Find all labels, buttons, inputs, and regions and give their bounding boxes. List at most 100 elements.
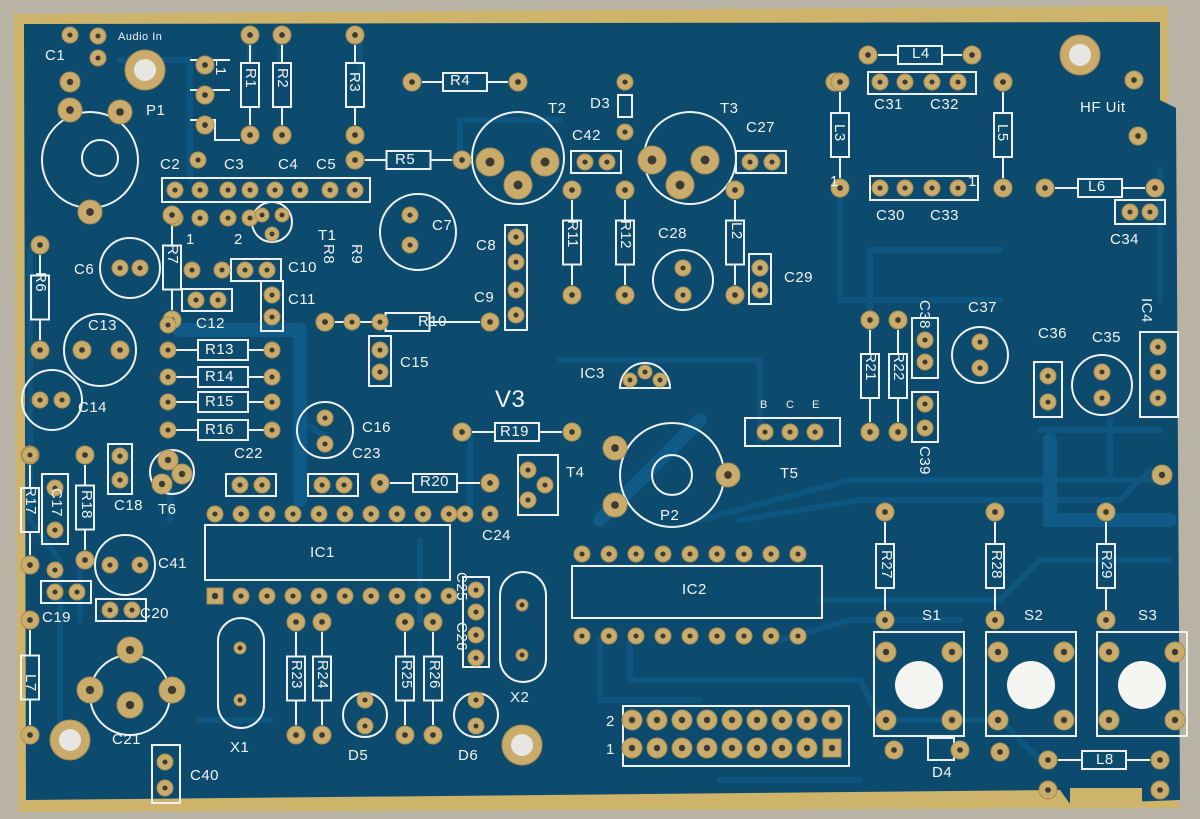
- silk-label-r26: R26: [426, 660, 443, 690]
- pad-hole: [158, 480, 166, 488]
- pad-hole: [269, 231, 275, 237]
- mounting-hole: [511, 734, 533, 756]
- pad-hole: [994, 716, 1002, 724]
- x1-outline: [217, 617, 265, 729]
- pad-hole: [675, 180, 685, 190]
- silk-label-r13: R13: [205, 341, 235, 358]
- pad-hole: [1157, 787, 1163, 793]
- mounting-hole: [1069, 44, 1091, 66]
- c30-c33-outline: [869, 175, 979, 201]
- pad-hole: [165, 427, 171, 433]
- pad-hole: [1045, 373, 1051, 379]
- pad-hole: [377, 319, 383, 325]
- pad-hole: [1103, 509, 1109, 515]
- pad-hole: [929, 185, 935, 191]
- silk-label-c: C: [786, 399, 795, 411]
- resistor-body: [345, 62, 365, 108]
- pad-hole: [67, 32, 73, 38]
- silk-label-pin1: 1: [606, 741, 615, 758]
- pad-hole: [215, 297, 221, 303]
- pad-hole: [922, 359, 928, 365]
- c18-outline: [107, 443, 133, 495]
- silk-label-t1: T1: [318, 227, 337, 244]
- pad-hole: [27, 617, 33, 623]
- c34-outline: [1114, 199, 1166, 225]
- silk-label-d4: D4: [932, 764, 953, 781]
- pad-hole: [237, 482, 243, 488]
- pad-hole: [129, 607, 135, 613]
- pad-hole: [778, 716, 786, 724]
- silk-label-c5: C5: [316, 156, 337, 173]
- pad-hole: [269, 292, 275, 298]
- c14-outline: [21, 369, 83, 431]
- pad-hole: [259, 482, 265, 488]
- pad-hole: [269, 314, 275, 320]
- pad-hole: [519, 652, 525, 658]
- pad-hole: [657, 377, 663, 383]
- silkscreen-outlines: [20, 45, 1188, 804]
- resistor-body: [725, 219, 745, 266]
- header-outline: [622, 705, 850, 767]
- pad-hole: [627, 377, 633, 383]
- pad-hole: [762, 429, 768, 435]
- pad-hole: [377, 480, 383, 486]
- t2-outline: [471, 111, 565, 205]
- silk-label-one-b: 1: [830, 173, 839, 190]
- pad-hole: [757, 265, 763, 271]
- p1-shaft: [81, 139, 119, 177]
- silk-label-x1: X1: [230, 739, 250, 756]
- pad-hole: [473, 632, 479, 638]
- pad-hole: [569, 429, 575, 435]
- resistor-body: [494, 422, 540, 442]
- pad-hole: [164, 456, 172, 464]
- pad-hole: [420, 593, 426, 599]
- pad-hole: [828, 744, 836, 752]
- pad-hole: [1045, 399, 1051, 405]
- resistor-body: [888, 353, 908, 399]
- silk-label-c15: C15: [400, 354, 430, 371]
- silk-label-c41: C41: [158, 555, 188, 572]
- pad-hole: [487, 319, 493, 325]
- pad-hole: [1103, 617, 1109, 623]
- pad-hole: [714, 633, 720, 639]
- silk-label-c2: C2: [160, 156, 181, 173]
- pad-hole: [1157, 757, 1163, 763]
- pad-hole: [319, 482, 325, 488]
- silk-label-d6: D6: [458, 747, 479, 764]
- c39-outline: [911, 391, 939, 443]
- silk-label-c21: C21: [112, 731, 142, 748]
- pad-hole: [189, 267, 195, 273]
- pad-hole: [1060, 716, 1068, 724]
- pad-hole: [117, 265, 123, 271]
- pad-hole: [377, 369, 383, 375]
- pad-hole: [269, 347, 275, 353]
- electrolytic-outline: [99, 237, 161, 299]
- pad-hole: [628, 744, 636, 752]
- pad-hole: [922, 425, 928, 431]
- pad-hole: [579, 551, 585, 557]
- pad-hole: [272, 187, 278, 193]
- silk-label-r7: R7: [164, 244, 181, 265]
- pad-hole: [515, 79, 521, 85]
- resistor-body: [30, 274, 50, 321]
- pad-hole: [1099, 395, 1105, 401]
- pad-hole: [703, 744, 711, 752]
- pad-hole: [27, 562, 33, 568]
- silk-label-t6: T6: [158, 501, 177, 518]
- pad-hole: [219, 267, 225, 273]
- pad-hole: [394, 593, 400, 599]
- pad-hole: [611, 501, 619, 509]
- pad-hole: [542, 482, 548, 488]
- silk-label-r5: R5: [395, 151, 416, 168]
- soldermask-area: [24, 22, 1180, 804]
- capacitor-outline: [260, 280, 284, 332]
- pad-hole: [992, 509, 998, 515]
- pad-hole: [778, 744, 786, 752]
- pad-hole: [660, 551, 666, 557]
- pad-hole: [322, 319, 328, 325]
- pad-hole: [1147, 209, 1153, 215]
- resistor-body: [1096, 543, 1116, 589]
- pad-hole: [107, 562, 113, 568]
- pad-hole: [27, 732, 33, 738]
- pad-hole: [837, 185, 843, 191]
